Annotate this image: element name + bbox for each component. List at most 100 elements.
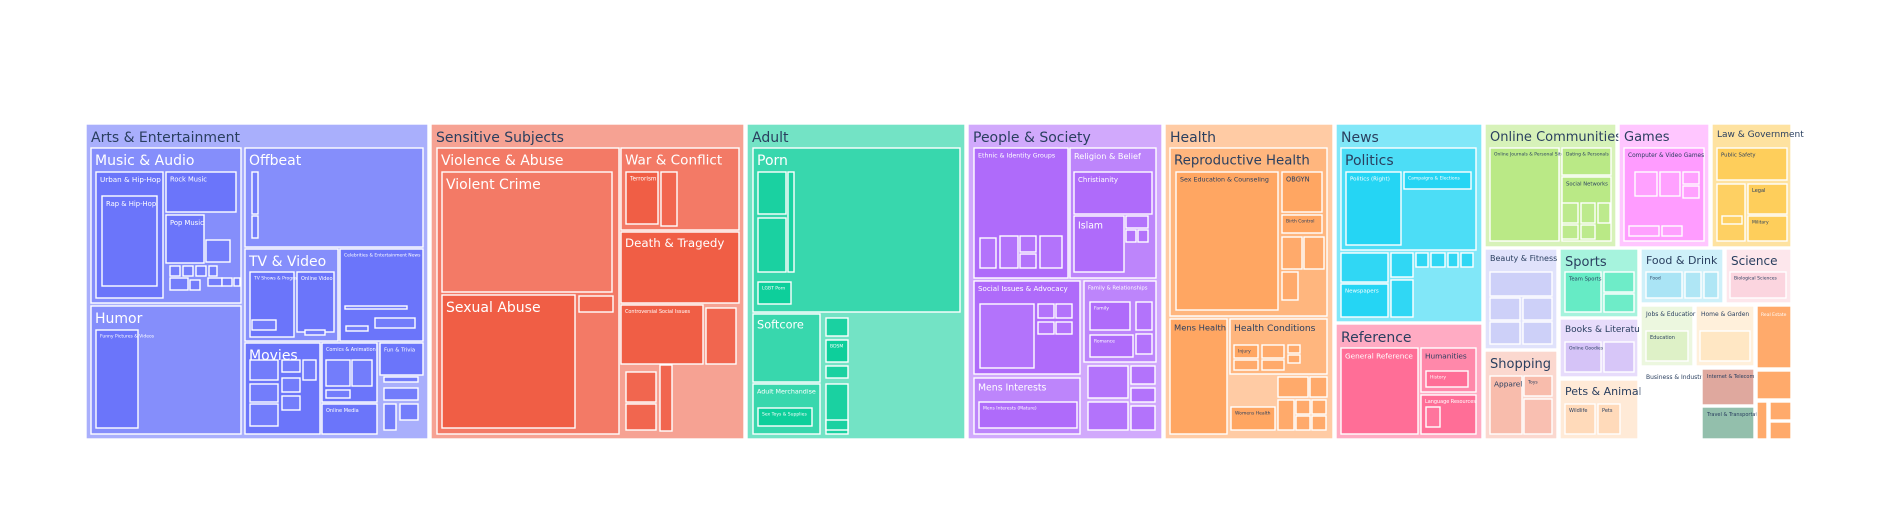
leaf-health-9[interactable] <box>1309 376 1328 398</box>
leaf-arts-and-entertainment-15[interactable] <box>374 317 416 329</box>
leaf-law-and-government-0[interactable] <box>1716 183 1746 242</box>
cell-online-journals-and-personal-sites[interactable] <box>1489 147 1560 242</box>
leaf-games-0[interactable] <box>1634 171 1658 197</box>
leaf-online-communities-1[interactable] <box>1580 202 1596 224</box>
cell-wildlife[interactable] <box>1564 403 1596 435</box>
leaf-games-5[interactable] <box>1661 225 1683 237</box>
leaf-people-and-society-18[interactable] <box>1087 401 1129 431</box>
leaf-misc-3[interactable] <box>1769 401 1792 421</box>
leaf-business-and-industrial-0[interactable] <box>1645 389 1697 401</box>
leaf-health-4[interactable] <box>1287 344 1301 354</box>
leaf-arts-and-entertainment-18[interactable] <box>249 403 279 427</box>
leaf-health-10[interactable] <box>1277 399 1295 431</box>
leaf-sports-1[interactable] <box>1603 293 1635 313</box>
leaf-news-1[interactable] <box>1390 252 1414 278</box>
leaf-arts-and-entertainment-9[interactable] <box>233 277 241 287</box>
leaf-online-communities-3[interactable] <box>1561 224 1579 240</box>
leaf-beauty-and-fitness-4[interactable] <box>1522 321 1553 345</box>
leaf-health-6[interactable] <box>1261 359 1285 371</box>
leaf-arts-and-entertainment-8[interactable] <box>221 277 233 287</box>
cell-womens-health[interactable] <box>1230 406 1276 431</box>
leaf-health-13[interactable] <box>1295 415 1311 431</box>
cell-fun-and-trivia[interactable] <box>379 342 424 376</box>
leaf-arts-and-entertainment-17[interactable] <box>249 383 279 403</box>
leaf-people-and-society-11[interactable] <box>1037 321 1055 335</box>
cell-obgyn[interactable] <box>1281 171 1323 213</box>
leaf-adult-4[interactable] <box>825 365 849 379</box>
leaf-arts-and-entertainment-28[interactable] <box>383 403 397 431</box>
leaf-people-and-society-19[interactable] <box>1130 405 1156 431</box>
cell-lgbt-porn[interactable] <box>757 281 792 305</box>
leaf-people-and-society-7[interactable] <box>1137 229 1149 243</box>
leaf-people-and-society-9[interactable] <box>1037 303 1055 319</box>
leaf-sensitive-subjects-5[interactable] <box>705 307 737 365</box>
leaf-arts-and-entertainment-14[interactable] <box>345 325 369 332</box>
leaf-sensitive-subjects-0[interactable] <box>660 171 678 227</box>
leaf-people-and-society-5[interactable] <box>1125 215 1149 229</box>
cell-internet-and-telecom[interactable] <box>1701 368 1755 406</box>
cell-terrorism[interactable] <box>625 171 659 225</box>
cell-military[interactable] <box>1747 215 1788 242</box>
leaf-adult-0[interactable] <box>757 171 787 215</box>
leaf-sensitive-subjects-4[interactable] <box>625 403 657 431</box>
cell-death-and-tragedy[interactable] <box>620 231 740 304</box>
leaf-people-and-society-14[interactable] <box>1135 333 1153 355</box>
cell-christianity[interactable] <box>1073 171 1153 215</box>
leaf-people-and-society-4[interactable] <box>1039 235 1063 269</box>
leaf-arts-and-entertainment-6[interactable] <box>205 239 231 263</box>
cell-toys[interactable] <box>1523 375 1553 397</box>
leaf-people-and-society-2[interactable] <box>1019 235 1037 253</box>
leaf-business-and-industrial-1[interactable] <box>1645 403 1697 415</box>
leaf-news-5[interactable] <box>1447 252 1459 268</box>
cell-education[interactable] <box>1645 330 1689 362</box>
leaf-sensitive-subjects-3[interactable] <box>659 364 673 432</box>
leaf-health-12[interactable] <box>1311 399 1327 415</box>
cell-food[interactable] <box>1645 271 1683 299</box>
leaf-beauty-and-fitness-3[interactable] <box>1489 321 1521 345</box>
cell-online-goodies[interactable] <box>1564 341 1602 373</box>
cell-pop-music[interactable] <box>165 214 205 264</box>
leaf-arts-and-entertainment-16[interactable] <box>249 359 279 381</box>
cell-politics-right[interactable] <box>1345 171 1402 246</box>
leaf-arts-and-entertainment-26[interactable] <box>383 376 419 383</box>
leaf-arts-and-entertainment-1[interactable] <box>251 215 259 239</box>
leaf-people-and-society-13[interactable] <box>1135 301 1153 331</box>
leaf-online-communities-2[interactable] <box>1597 202 1611 224</box>
leaf-sensitive-subjects-2[interactable] <box>625 371 657 403</box>
cell-biological-sciences[interactable] <box>1729 271 1787 299</box>
leaf-adult-2[interactable] <box>787 171 795 273</box>
leaf-health-0[interactable] <box>1281 236 1303 270</box>
leaf-arts-and-entertainment-2[interactable] <box>169 265 181 277</box>
leaf-beauty-and-fitness-1[interactable] <box>1489 297 1521 321</box>
leaf-health-14[interactable] <box>1311 415 1327 431</box>
leaf-home-and-garden-0[interactable] <box>1699 330 1751 362</box>
cell-mens-health[interactable] <box>1169 318 1228 435</box>
cell-bdsm[interactable] <box>825 339 849 363</box>
cell-rock-music[interactable] <box>165 171 237 213</box>
leaf-misc-1[interactable] <box>1756 370 1792 400</box>
cell-legal[interactable] <box>1747 183 1788 215</box>
cell-mens-interests-mature[interactable] <box>978 401 1078 429</box>
leaf-sports-0[interactable] <box>1603 271 1635 293</box>
leaf-beauty-and-fitness-0[interactable] <box>1489 271 1553 297</box>
leaf-law-and-government-1[interactable] <box>1721 215 1743 225</box>
leaf-arts-and-entertainment-13[interactable] <box>304 329 326 336</box>
cell-romance[interactable] <box>1089 334 1134 358</box>
cell-islam[interactable] <box>1073 215 1125 273</box>
leaf-shopping-0[interactable] <box>1523 398 1553 435</box>
leaf-people-and-society-1[interactable] <box>999 235 1019 269</box>
leaf-adult-1[interactable] <box>757 217 787 273</box>
cell-general-reference[interactable] <box>1340 347 1419 435</box>
leaf-arts-and-entertainment-3[interactable] <box>182 265 194 277</box>
cell-online-video[interactable] <box>296 271 335 333</box>
leaf-arts-and-entertainment-27[interactable] <box>383 387 419 401</box>
leaf-sensitive-subjects-1[interactable] <box>578 295 614 313</box>
leaf-misc-2[interactable] <box>1756 401 1768 440</box>
leaf-games-3[interactable] <box>1682 185 1700 199</box>
leaf-misc-0[interactable] <box>1756 305 1792 369</box>
leaf-food-and-drink-1[interactable] <box>1703 271 1719 299</box>
leaf-arts-and-entertainment-23[interactable] <box>325 359 351 387</box>
leaf-online-communities-4[interactable] <box>1580 224 1596 240</box>
cell-violent-crime[interactable] <box>441 171 613 293</box>
leaf-online-communities-0[interactable] <box>1561 202 1579 224</box>
